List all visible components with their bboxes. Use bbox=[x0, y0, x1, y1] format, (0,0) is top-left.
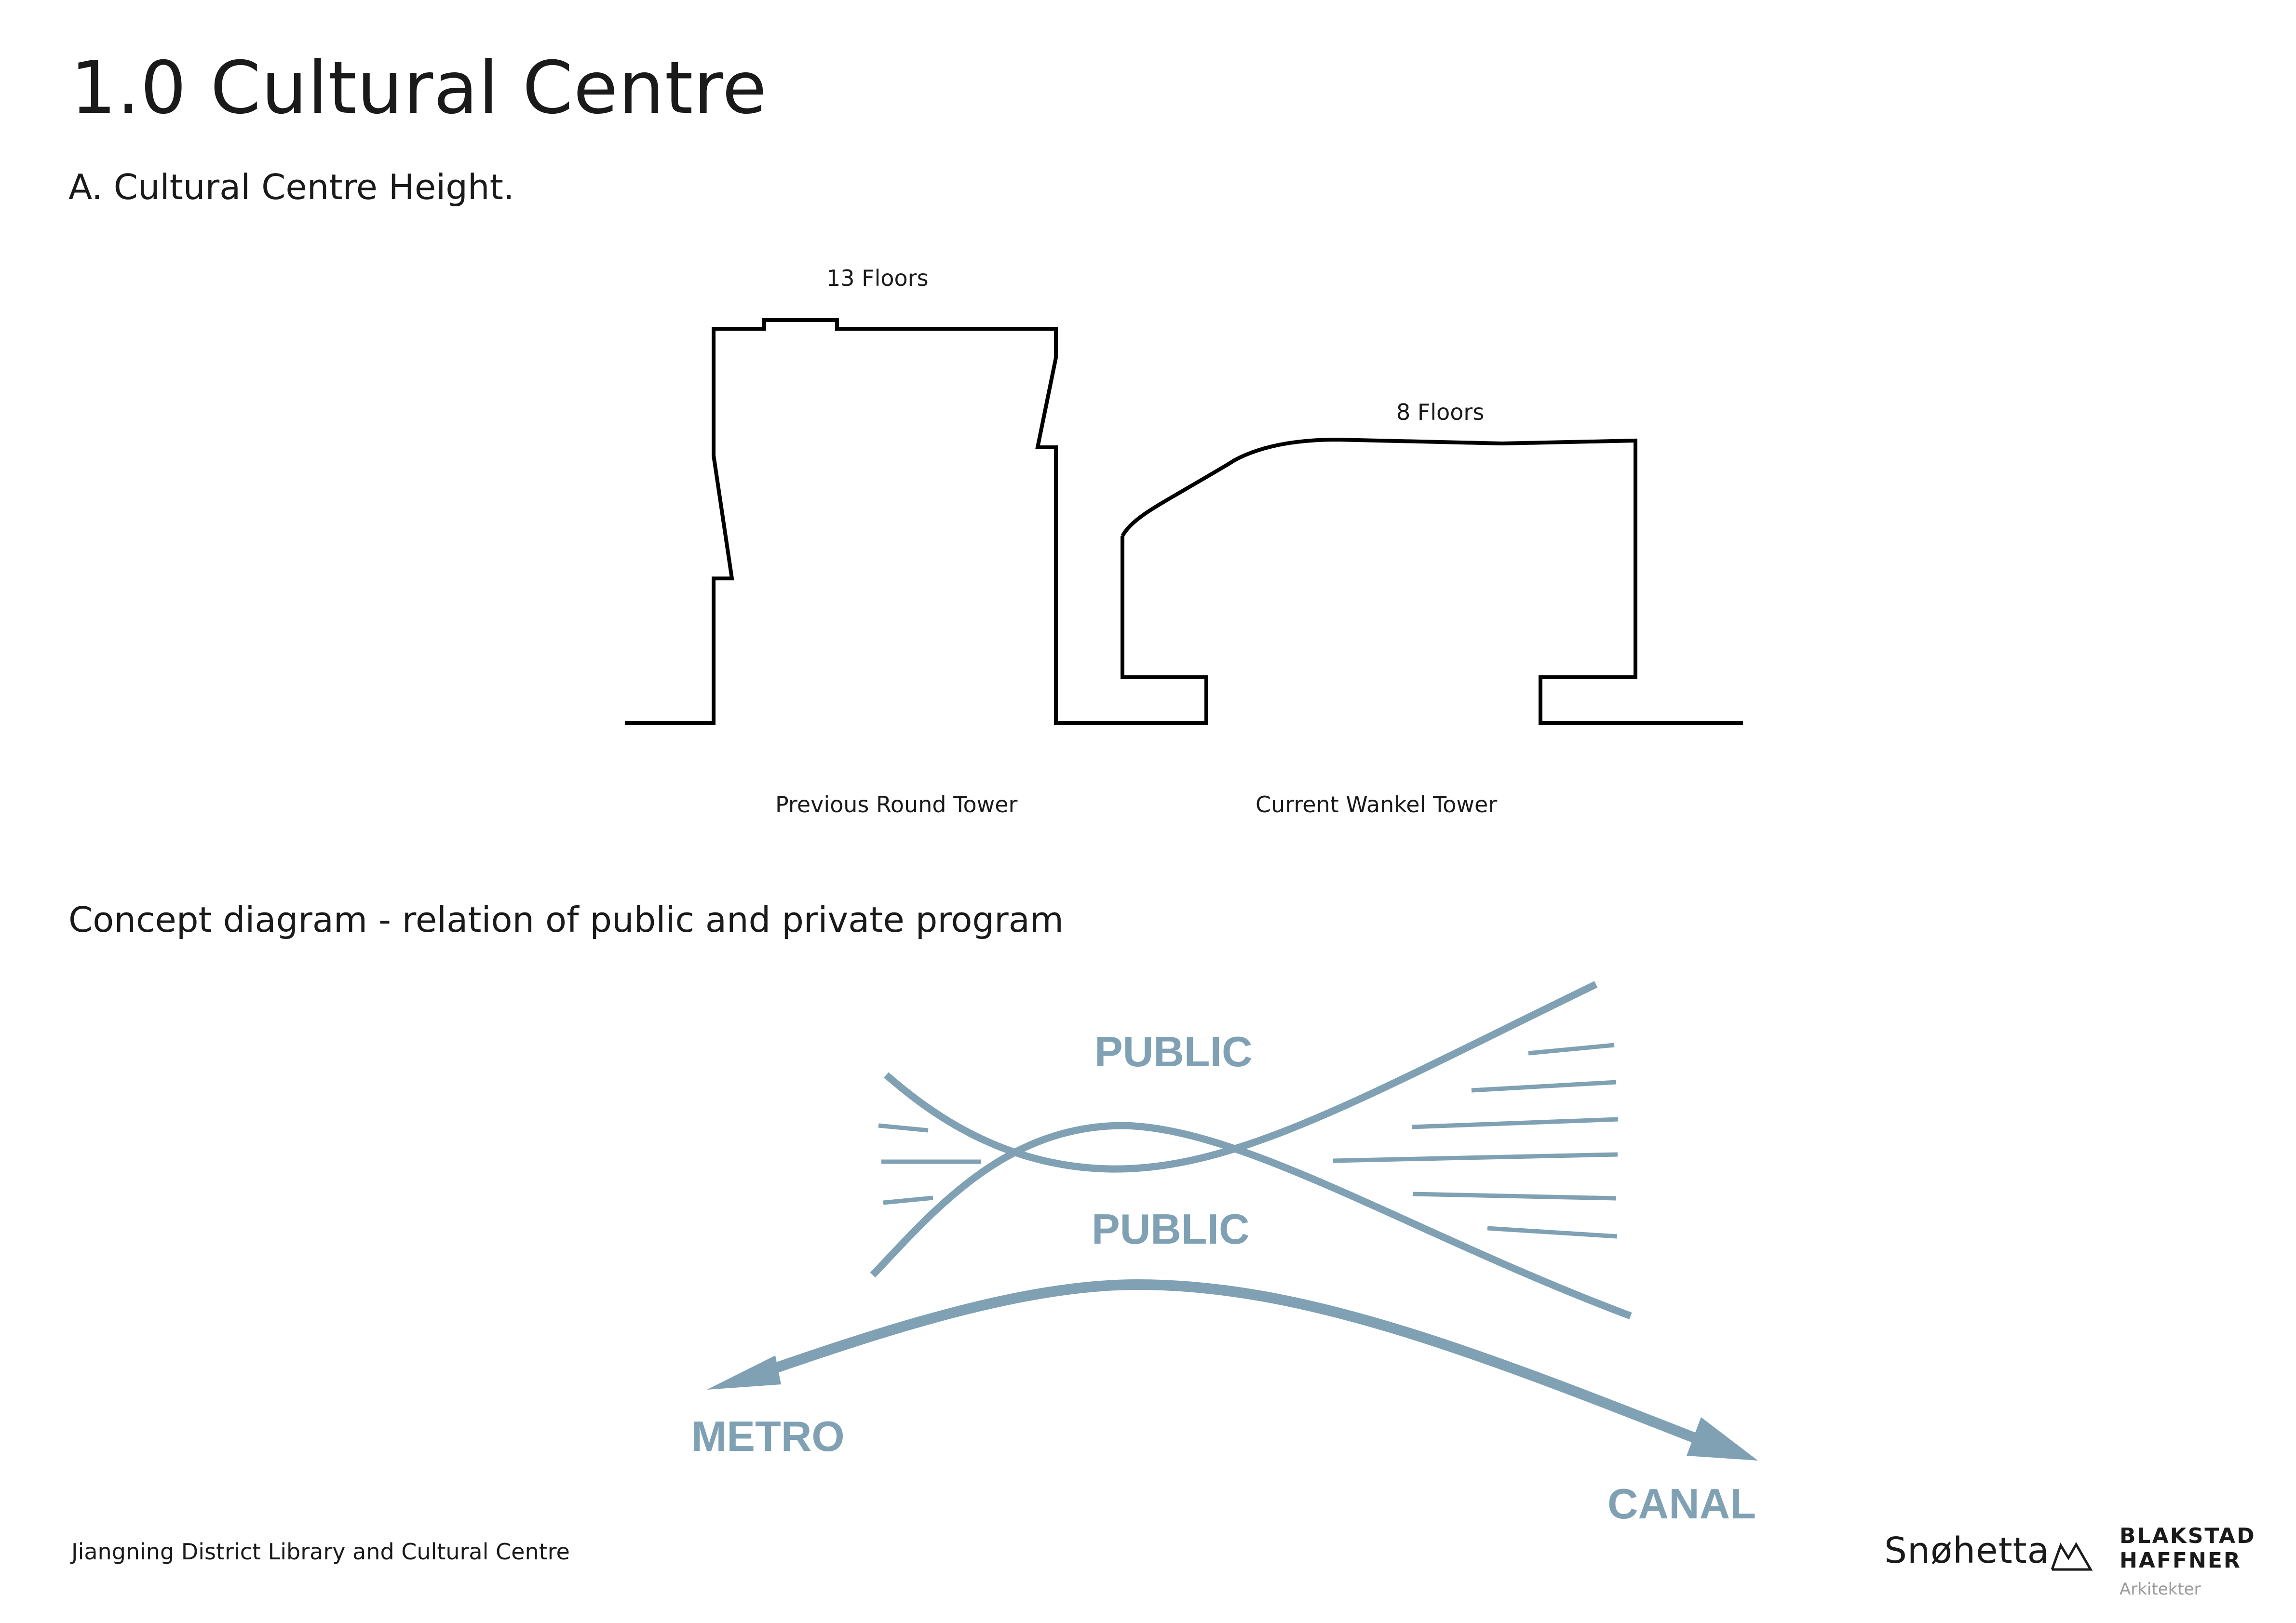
page-title: 1.0 Cultural Centre bbox=[70, 46, 768, 130]
left-dash-3 bbox=[883, 1195, 933, 1205]
right-dash-5 bbox=[1412, 1192, 1617, 1201]
right-dash-4 bbox=[1333, 1152, 1618, 1163]
left-floors-label: 13 Floors bbox=[826, 265, 929, 291]
left-dash-1 bbox=[878, 1123, 929, 1133]
logo-blakstad-haffner: BLAKSTAD HAFFNER bbox=[2120, 1524, 2256, 1573]
public-flow-curve-lower bbox=[870, 1122, 1632, 1320]
right-dash-1 bbox=[1528, 1043, 1615, 1056]
section-heading-concept: Concept diagram - relation of public and… bbox=[68, 899, 1064, 940]
canal-arrowhead bbox=[1687, 1417, 1758, 1461]
right-floors-label: 8 Floors bbox=[1396, 399, 1485, 425]
label-metro: METRO bbox=[691, 1412, 845, 1460]
snohetta-mountain-icon bbox=[2051, 1542, 2093, 1571]
right-tower-outline bbox=[1121, 437, 1743, 725]
right-dash-6 bbox=[1487, 1226, 1618, 1239]
logo-bh-line1: BLAKSTAD bbox=[2120, 1524, 2256, 1548]
metro-canal-arrow-line bbox=[750, 1279, 1712, 1449]
logo-bh-sub: Arkitekter bbox=[2120, 1580, 2201, 1599]
left-tower-caption: Previous Round Tower bbox=[775, 791, 1018, 818]
right-tower-caption: Current Wankel Tower bbox=[1256, 791, 1498, 818]
section-heading-height: A. Cultural Centre Height. bbox=[68, 167, 514, 207]
footer-project-name: Jiangning District Library and Cultural … bbox=[71, 1539, 570, 1565]
left-tower-outline bbox=[625, 318, 1208, 725]
logo-snohetta: Snøhetta bbox=[1884, 1530, 2050, 1571]
logo-bh-line2: HAFFNER bbox=[2120, 1548, 2242, 1573]
public-flow-curve-upper bbox=[884, 981, 1598, 1173]
right-dash-3 bbox=[1411, 1117, 1619, 1129]
label-public-top: PUBLIC bbox=[1094, 1028, 1253, 1075]
metro-arrowhead bbox=[707, 1355, 781, 1390]
label-public-bottom: PUBLIC bbox=[1092, 1205, 1250, 1253]
label-canal: CANAL bbox=[1607, 1480, 1756, 1528]
right-dash-2 bbox=[1471, 1080, 1617, 1093]
